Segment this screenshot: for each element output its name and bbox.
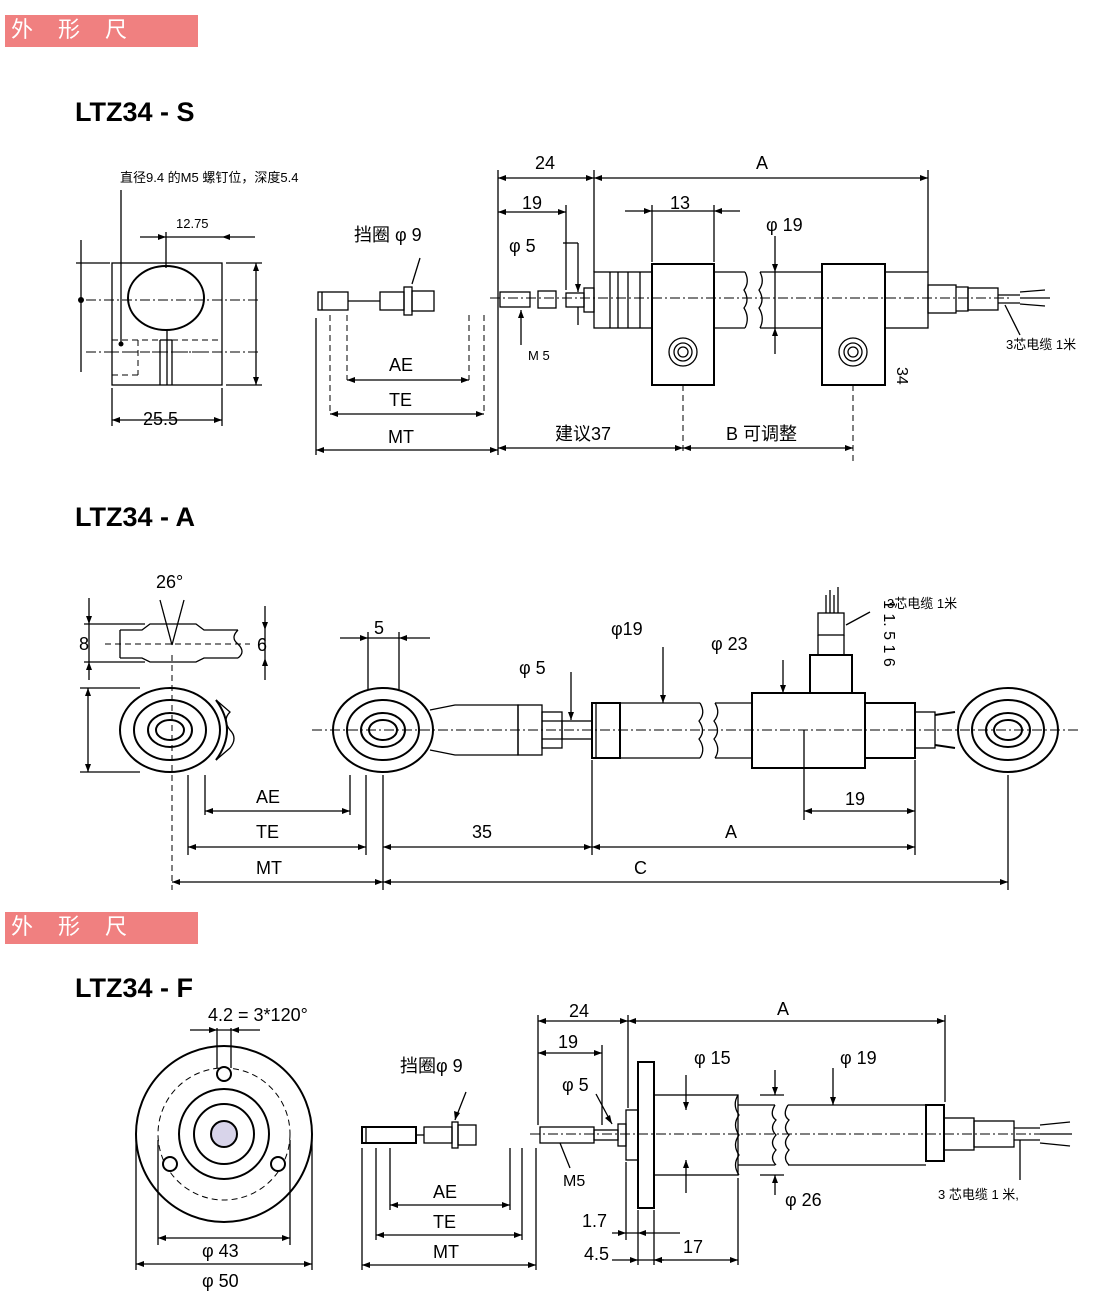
title-ltz34-s: LTZ34 - S <box>75 97 195 127</box>
s-side-block <box>76 190 262 426</box>
s-body <box>490 263 1050 462</box>
s-probe <box>315 257 485 455</box>
f-body <box>530 1061 1072 1209</box>
f-dim-24: 24 <box>569 1001 589 1021</box>
section-banner-bottom: 外 形 尺 寸: <box>5 912 198 972</box>
s-dim-12-75: 12.75 <box>176 216 209 231</box>
a-phi23: φ 23 <box>711 634 748 654</box>
a-dim-19: 19 <box>845 789 865 809</box>
s-b-adjustable: B 可调整 <box>726 424 797 444</box>
s-dim-34: 34 <box>893 367 910 385</box>
a-assembly <box>172 587 1078 890</box>
f-phi50: φ 50 <box>202 1271 239 1291</box>
a-angle-26: 26° <box>156 572 183 592</box>
f-phi15: φ 15 <box>694 1048 731 1068</box>
f-dim-a: A <box>777 999 789 1019</box>
f-holes: 4.2 = 3*120° <box>208 1005 308 1025</box>
a-dim-c: C <box>634 858 647 878</box>
s-dim-24: 24 <box>535 153 555 173</box>
a-mt-label: MT <box>256 858 282 878</box>
s-dim-a: A <box>756 153 768 173</box>
title-ltz34-a: LTZ34 - A <box>75 502 195 532</box>
f-body-dims <box>537 1015 946 1265</box>
drawing-ltz34-a: 26° 8 6 <box>79 572 1078 890</box>
title-ltz34-f: LTZ34 - F <box>75 973 193 1003</box>
s-dim-ae-te-mt <box>316 377 498 453</box>
s-dim-19: 19 <box>522 193 542 213</box>
f-dim-19: 19 <box>558 1032 578 1052</box>
s-mt-label: MT <box>388 427 414 447</box>
f-phi26: φ 26 <box>785 1190 822 1210</box>
a-dim-5: 5 <box>374 618 384 638</box>
f-phi19: φ 19 <box>840 1048 877 1068</box>
s-te-label: TE <box>389 390 412 410</box>
f-cable: 3 芯电缆 1 米, <box>938 1187 1019 1202</box>
a-dim-35: 35 <box>472 822 492 842</box>
drawing-ltz34-s: 直径9.4 的M5 螺钉位，深度5.4 12.75 25.5 挡圈 φ 9 AE… <box>76 153 1076 462</box>
s-hole-note: 直径9.4 的M5 螺钉位，深度5.4 <box>120 170 298 185</box>
f-mt-label: MT <box>433 1242 459 1262</box>
s-m5: M 5 <box>528 348 550 363</box>
f-stop-ring: 挡圈φ 9 <box>400 1056 463 1076</box>
s-dim-13: 13 <box>670 193 690 213</box>
f-phi43: φ 43 <box>202 1241 239 1261</box>
f-dim-1-7: 1.7 <box>582 1211 607 1231</box>
a-te-label: TE <box>256 822 279 842</box>
a-dim-8: 8 <box>79 634 89 654</box>
f-probe <box>361 1091 537 1270</box>
f-phi5: φ 5 <box>562 1075 589 1095</box>
f-flange-view <box>135 1027 313 1270</box>
a-rod-end-left <box>80 655 235 890</box>
s-dim-25-5: 25.5 <box>143 409 178 429</box>
f-m5: M5 <box>563 1173 585 1190</box>
s-stop-ring: 挡圈 φ 9 <box>354 225 422 245</box>
f-dim-4-5: 4.5 <box>584 1244 609 1264</box>
a-top-view <box>84 598 268 680</box>
a-ae-label: AE <box>256 787 280 807</box>
f-dim-17: 17 <box>683 1237 703 1257</box>
f-te-label: TE <box>433 1212 456 1232</box>
s-body-dims <box>497 170 929 455</box>
s-suggest-37: 建议37 <box>555 424 611 444</box>
a-dim-1156: 1 1. 5 1 6 <box>880 600 897 667</box>
a-cable: 3芯电缆 1米 <box>887 596 957 611</box>
a-phi19: φ19 <box>611 619 643 639</box>
f-ae-label: AE <box>433 1182 457 1202</box>
a-dim-6: 6 <box>257 635 267 655</box>
s-cable: 3芯电缆 1米 <box>1006 337 1076 352</box>
a-phi5: φ 5 <box>519 658 546 678</box>
s-phi5: φ 5 <box>509 236 536 256</box>
s-phi19: φ 19 <box>766 215 803 235</box>
section-banner-top: 外 形 尺 寸: <box>5 15 198 75</box>
a-dim-a: A <box>725 822 737 842</box>
s-ae-label: AE <box>389 355 413 375</box>
